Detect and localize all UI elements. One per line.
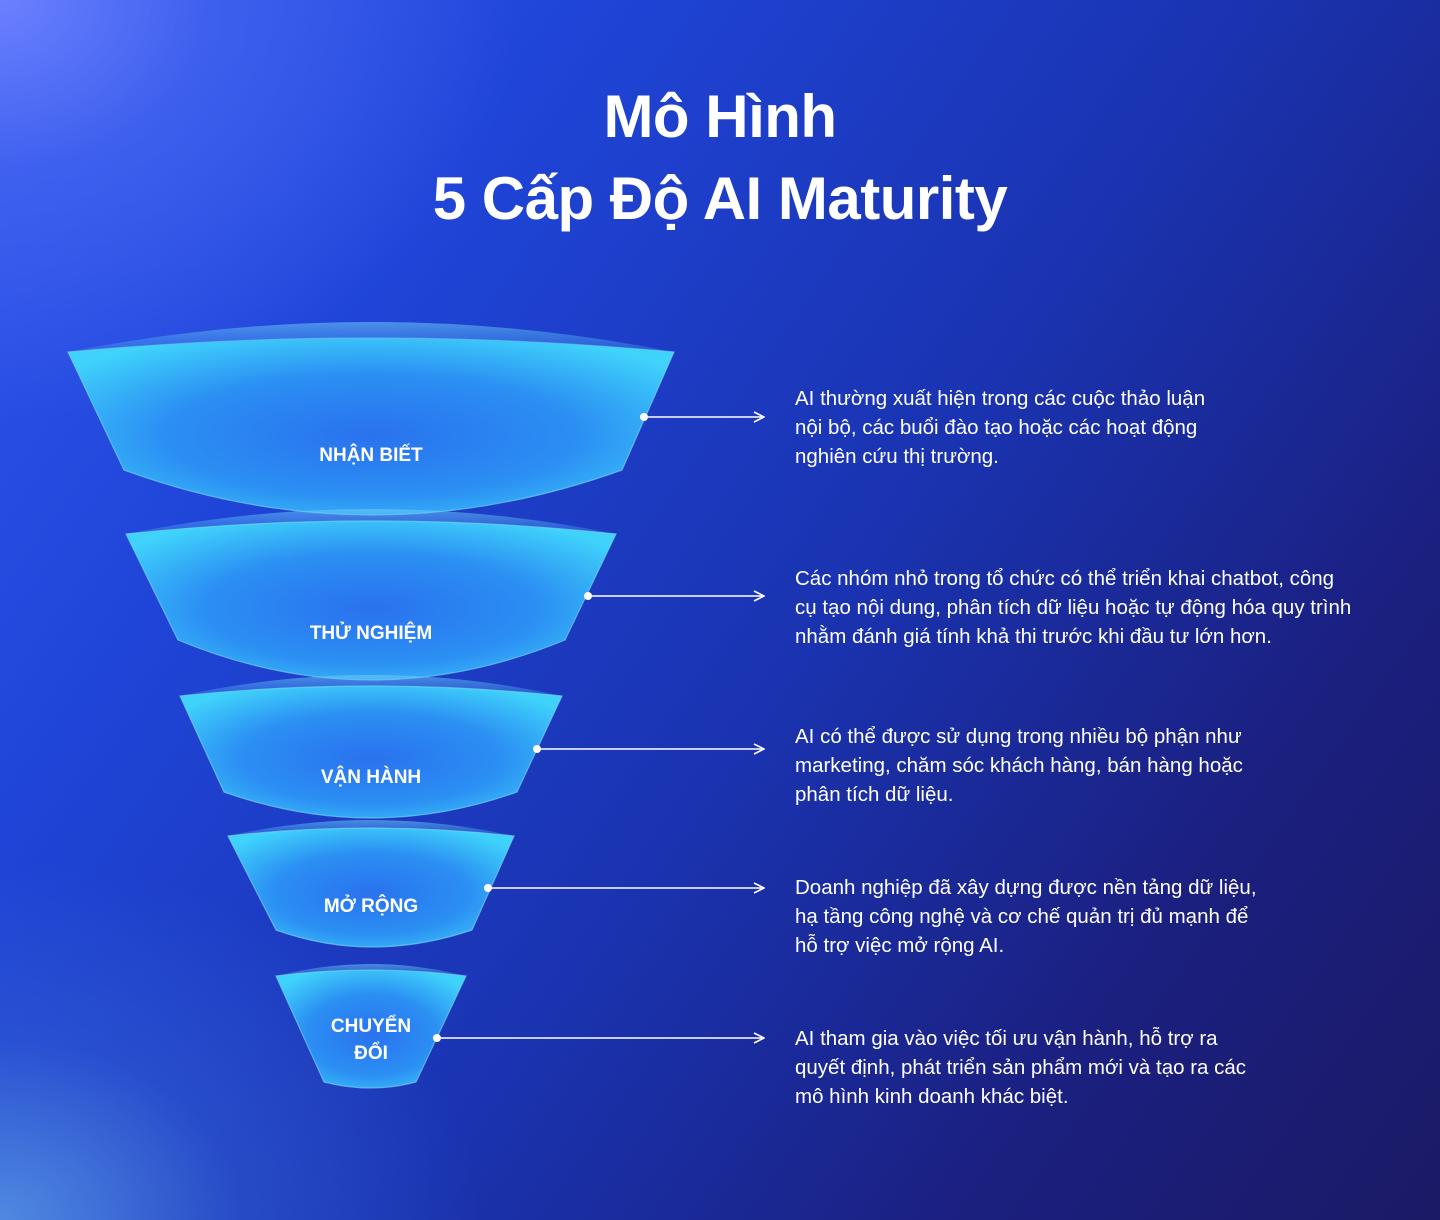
tier-3-connector-dot [533, 745, 541, 753]
funnel-tier-thu-nghiem: THỬ NGHIỆM [125, 509, 764, 681]
tier-2-rim [126, 509, 616, 534]
funnel-tier-nhan-biet: NHẬN BIẾT [67, 322, 764, 516]
title-line-1: Mô Hình [603, 83, 837, 150]
funnel-tier-mo-rong: MỞ RỘNG [227, 820, 764, 948]
tier-5-connector-dot [433, 1034, 441, 1042]
tier-1-rim [68, 322, 674, 352]
tier-4-connector-dot [484, 884, 492, 892]
tier-1-label: NHẬN BIẾT [319, 444, 423, 466]
funnel-tier-chuyen-doi: CHUYỂN ĐỔI [275, 964, 764, 1089]
tier-5-label-line-1: CHUYỂN [331, 1015, 411, 1037]
tier-4-body [227, 827, 515, 948]
tier-2-connector-dot [584, 592, 592, 600]
tier-1-connector-dot [640, 413, 648, 421]
level-5-description: AI tham gia vào việc tối ưu vận hành, hỗ… [795, 1027, 1247, 1108]
level-2-description: Các nhóm nhỏ trong tổ chức có thể triển … [795, 567, 1352, 648]
level-3-description: AI có thể được sử dụng trong nhiều bộ ph… [795, 725, 1243, 806]
tier-2-body [125, 520, 617, 681]
tier-2-label: THỬ NGHIỆM [310, 622, 432, 644]
page-title: Mô Hình 5 Cấp Độ AI Maturity [0, 76, 1440, 240]
tier-3-body [179, 685, 563, 819]
tier-1-body [67, 337, 675, 516]
level-4-description: Doanh nghiệp đã xây dựng được nền tảng d… [795, 876, 1257, 957]
funnel-tier-van-hanh: VẬN HÀNH [179, 675, 764, 819]
title-line-2: 5 Cấp Độ AI Maturity [432, 165, 1008, 232]
tier-5-body [275, 969, 467, 1089]
tier-3-label: VẬN HÀNH [321, 766, 421, 788]
tier-4-label: MỞ RỘNG [324, 895, 418, 917]
tier-5-label-line-2: ĐỔI [354, 1042, 388, 1064]
level-1-description: AI thường xuất hiện trong các cuộc thảo … [795, 387, 1206, 468]
